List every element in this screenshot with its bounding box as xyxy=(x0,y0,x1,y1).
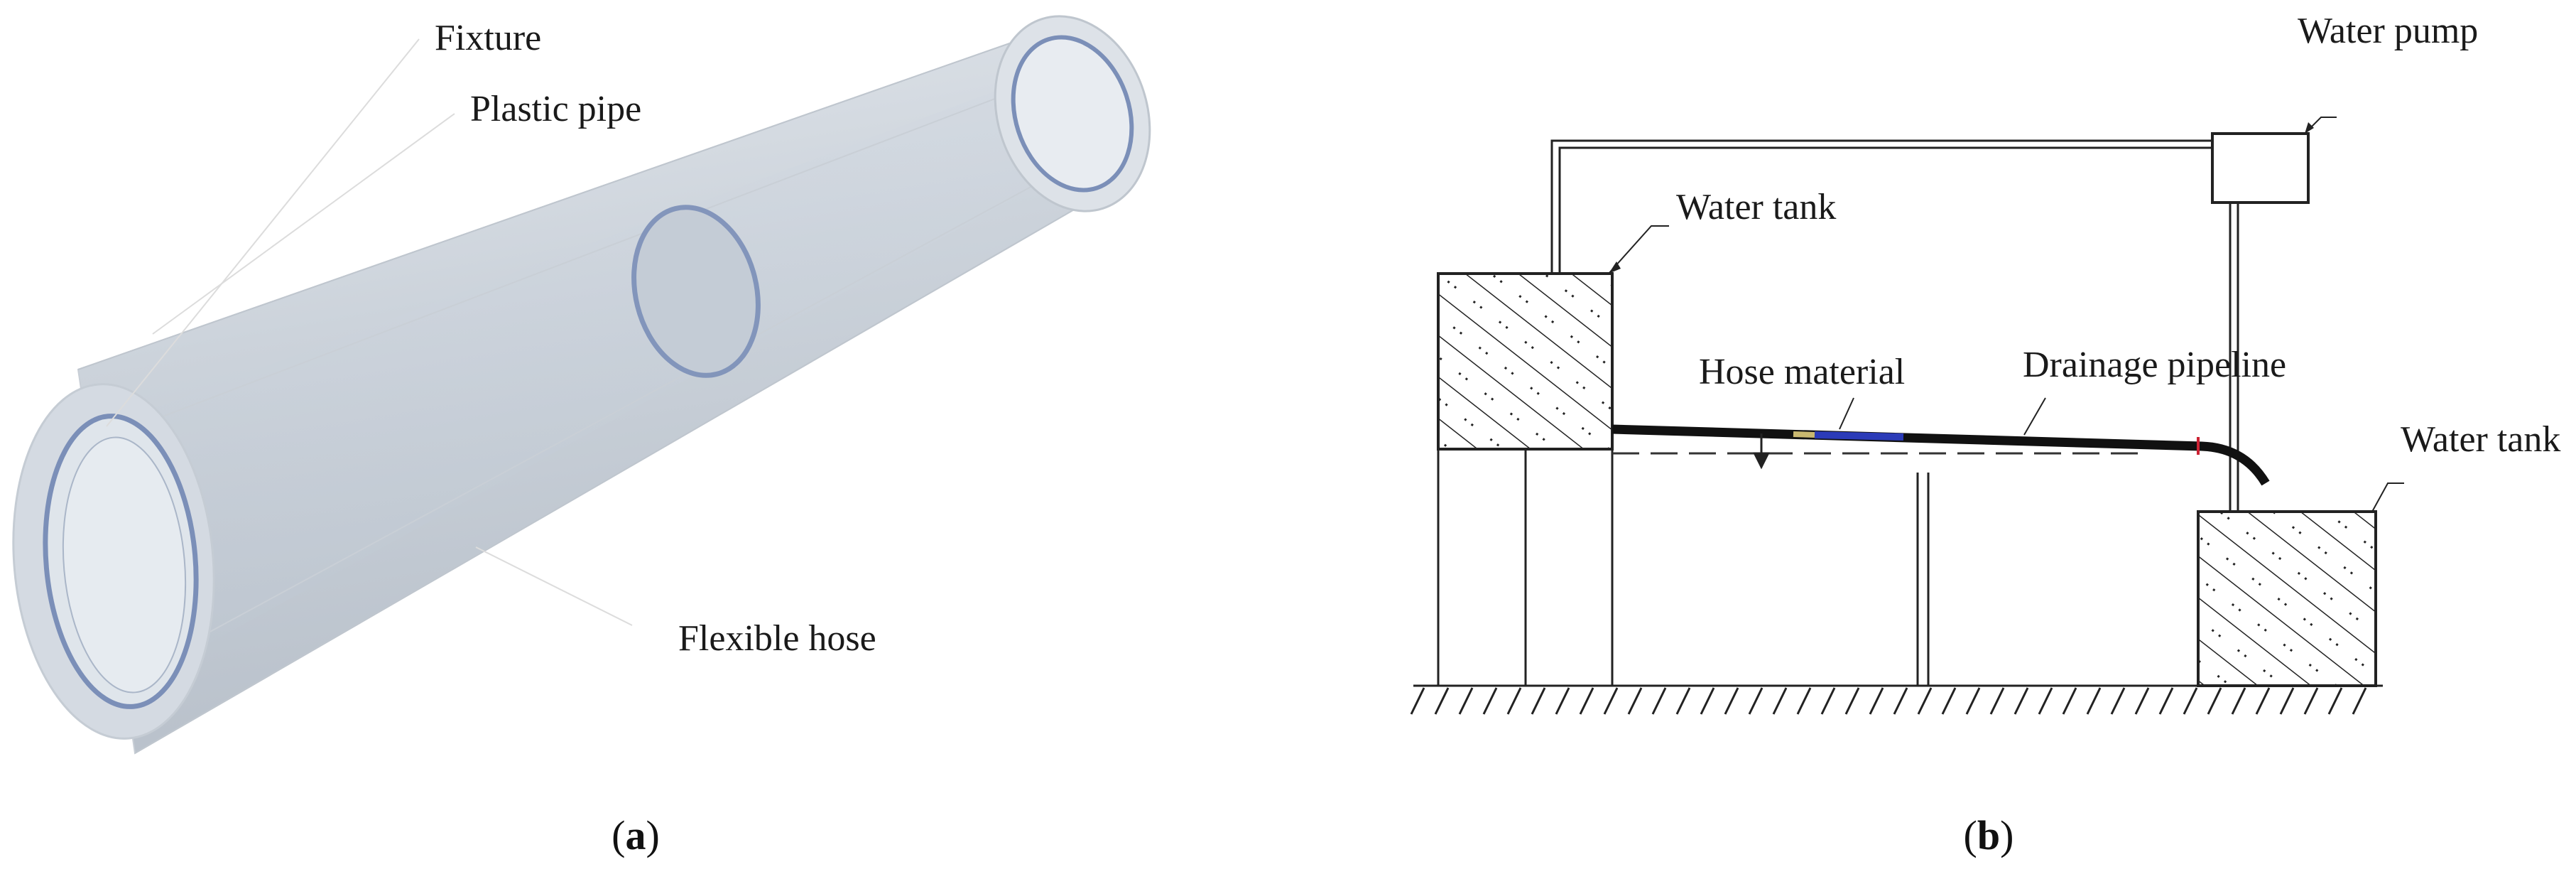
ground-hatch-tick xyxy=(1893,687,1908,715)
ground-hatch-tick xyxy=(2207,687,2222,715)
label-water-tank-left: Water tank xyxy=(1676,187,1836,227)
ground-hatch-tick xyxy=(2231,687,2246,715)
support-frame xyxy=(1437,448,2198,687)
ground-hatch-tick xyxy=(1700,687,1715,715)
label-hose-material: Hose material xyxy=(1699,352,1905,392)
ground-hatch-tick xyxy=(1869,687,1884,715)
ground-hatch-tick xyxy=(2255,687,2271,715)
ground-hatch-tick xyxy=(1917,687,1933,715)
ground-hatch-tick xyxy=(1989,687,2005,715)
ground-hatch-tick xyxy=(1675,687,1691,715)
ground-hatch-tick xyxy=(1434,687,1450,715)
ground-hatch-tick xyxy=(1410,687,1425,715)
ground-hatch-tick xyxy=(1651,687,1667,715)
label-water-tank-right: Water tank xyxy=(2401,419,2560,460)
panel-a: Fixture Plastic pipe Flexible hose (a) xyxy=(12,15,1151,858)
ground-hatch-tick xyxy=(2352,687,2367,715)
ground-hatch-tick xyxy=(1603,687,1619,715)
ground-hatch-tick xyxy=(1820,687,1836,715)
water-pump xyxy=(2211,132,2310,204)
right-water-tank xyxy=(2197,510,2377,687)
label-drainage-pipeline: Drainage pipeline xyxy=(2023,345,2286,385)
ground-hatch-tick xyxy=(1579,687,1594,715)
panel-b-leaders xyxy=(1608,117,2404,512)
ground-hatch-tick xyxy=(2134,687,2150,715)
ground-hatch-tick xyxy=(1941,687,1957,715)
left-water-tank xyxy=(1437,272,1614,451)
ground-hatch-tick xyxy=(1482,687,1498,715)
ground-hatch-tick xyxy=(2013,687,2029,715)
ground-hatch-tick xyxy=(2303,687,2319,715)
panel-b: Water pump Water tank Hose material Drai… xyxy=(1410,11,2560,858)
hose-material-segment xyxy=(1814,431,1904,441)
ground-hatch-tick xyxy=(1748,687,1763,715)
ground-hatch-tick xyxy=(1506,687,1522,715)
drainage-pipeline xyxy=(1612,424,2270,486)
ground-hatch-tick xyxy=(2279,687,2295,715)
label-flexible-hose: Flexible hose xyxy=(678,618,876,659)
panel-a-leaders xyxy=(106,38,633,626)
ground xyxy=(1410,684,2383,715)
ground-hatch-tick xyxy=(1724,687,1739,715)
label-fixture: Fixture xyxy=(435,18,541,58)
ground-hatch-tick xyxy=(1772,687,1788,715)
caption-a: (a) xyxy=(612,812,660,858)
ground-hatch-tick xyxy=(1555,687,1570,715)
ground-hatch-tick xyxy=(2183,687,2198,715)
ground-hatch-tick xyxy=(1965,687,1981,715)
ground-hatch-tick xyxy=(1458,687,1474,715)
ground-hatch-tick xyxy=(2086,687,2102,715)
ground-hatch-tick xyxy=(2327,687,2343,715)
pipe-3d-illustration xyxy=(12,15,1151,755)
ground-hatch-tick xyxy=(2038,687,2053,715)
pump-piping xyxy=(1550,139,2239,512)
ground-hatch-tick xyxy=(2110,687,2126,715)
label-plastic-pipe: Plastic pipe xyxy=(470,89,641,129)
caption-b: (b) xyxy=(1964,812,2014,858)
ground-hatch-tick xyxy=(1796,687,1812,715)
ground-hatch-tick xyxy=(1627,687,1643,715)
ground-hatch-tick xyxy=(2158,687,2174,715)
ground-hatch-tick xyxy=(1531,687,1546,715)
label-water-pump: Water pump xyxy=(2298,11,2478,51)
ground-hatch-tick xyxy=(2062,687,2077,715)
ground-hatch-tick xyxy=(1844,687,1860,715)
